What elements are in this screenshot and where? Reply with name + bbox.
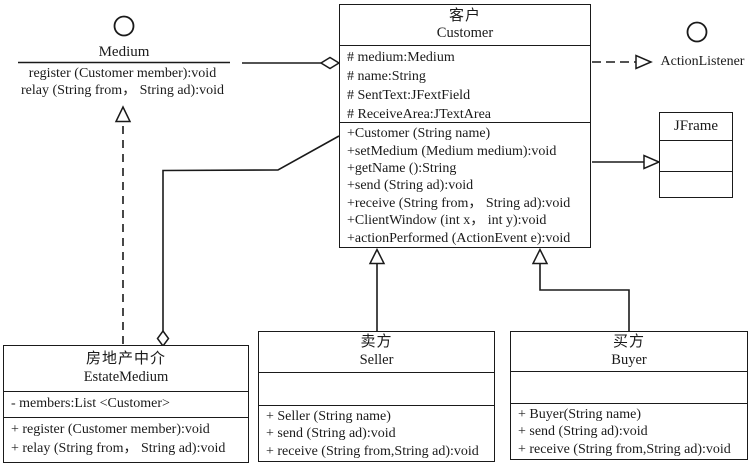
customer-attributes: # medium:Medium # name:String # SentText… [340, 45, 590, 122]
estatemedium-methods: + register (Customer member):void + rela… [4, 417, 248, 462]
customer-methods: +Customer (String name) +setMedium (Medi… [340, 122, 590, 247]
buyer-attributes [511, 371, 747, 402]
method: + relay (String from， String ad):void [11, 441, 226, 456]
method: +send (String ad):void [347, 178, 474, 194]
class-box-buyer[interactable]: 买方 Buyer + Buyer(String name) + send (St… [510, 331, 748, 460]
estatemedium-attributes: - members:List <Customer> [4, 391, 248, 417]
realization-arrowhead-medium [114, 105, 132, 123]
attribute: - members:List <Customer> [11, 396, 170, 411]
interface-actionlistener-label[interactable]: ActionListener [660, 54, 745, 69]
aggregation-diamond-estatemedium [156, 329, 170, 348]
generalization-arrowhead-buyer [531, 247, 549, 265]
attribute: # ReceiveArea:JTextArea [347, 107, 491, 123]
buyer-methods: + Buyer(String name) + send (String ad):… [511, 402, 747, 459]
method: + send (String ad):void [518, 424, 648, 440]
class-name-en: Seller [359, 352, 394, 369]
class-title-jframe: JFrame [660, 113, 732, 140]
method: + receive (String from,String ad):void [266, 444, 479, 460]
class-name-en: EstateMedium [83, 368, 169, 385]
class-name-en: Buyer [611, 351, 647, 368]
method: +ClientWindow (int x， int y):void [347, 213, 547, 229]
method: + Seller (String name) [266, 408, 391, 424]
method: +actionPerformed (ActionEvent e):void [347, 230, 571, 246]
class-name-cn: 买方 [612, 334, 645, 351]
attribute: # medium:Medium [347, 50, 455, 66]
jframe-attributes [660, 140, 732, 171]
method: + register (Customer member):void [11, 422, 210, 437]
method: +Customer (String name) [347, 126, 491, 142]
seller-methods: + Seller (String name) + send (String ad… [259, 404, 494, 461]
class-title-customer: 客户 Customer [340, 5, 590, 45]
class-box-seller[interactable]: 卖方 Seller + Seller (String name) + send … [258, 331, 495, 462]
generalization-arrowhead-jframe [643, 154, 661, 170]
interface-operation: register (Customer member):void [28, 66, 217, 81]
class-title-buyer: 买方 Buyer [511, 332, 747, 371]
class-name-cn: 房地产中介 [85, 351, 166, 368]
class-box-estatemedium[interactable]: 房地产中介 EstateMedium - members:List <Custo… [3, 345, 249, 463]
attribute: # name:String [347, 69, 426, 85]
customer-estatemedium-aggregation-line [162, 135, 340, 331]
aggregation-diamond-customer [319, 56, 341, 70]
method: + send (String ad):void [266, 426, 396, 442]
class-name-cn: 卖方 [360, 334, 393, 351]
method: +setMedium (Medium medium):void [347, 143, 557, 159]
seller-attributes [259, 371, 494, 405]
attribute: # SentText:JFextField [347, 88, 471, 104]
interface-medium-label[interactable]: Medium [98, 44, 150, 60]
class-name-en: JFrame [673, 117, 719, 134]
generalization-arrowhead-seller [368, 247, 386, 265]
interface-operation: relay (String from， String ad):void [21, 83, 224, 98]
class-title-estatemedium: 房地产中介 EstateMedium [4, 346, 248, 391]
method: +getName ():String [347, 160, 457, 176]
class-title-seller: 卖方 Seller [259, 332, 494, 372]
buyer-customer-generalization-line [539, 264, 630, 331]
actionlistener-interface-circle [686, 21, 708, 43]
class-name-en: Customer [436, 25, 494, 42]
medium-interface-circle [113, 15, 135, 37]
jframe-methods [660, 171, 732, 197]
class-box-customer[interactable]: 客户 Customer # medium:Medium # name:Strin… [339, 4, 591, 248]
realization-arrowhead-actionlistener [635, 54, 653, 70]
method: +receive (String from， String ad):void [347, 195, 571, 211]
class-box-jframe[interactable]: JFrame [659, 112, 733, 198]
interface-medium-operations: register (Customer member):void relay (S… [5, 65, 240, 99]
method: + receive (String from,String ad):void [518, 442, 731, 458]
method: + Buyer(String name) [518, 406, 641, 422]
class-name-cn: 客户 [448, 7, 481, 24]
